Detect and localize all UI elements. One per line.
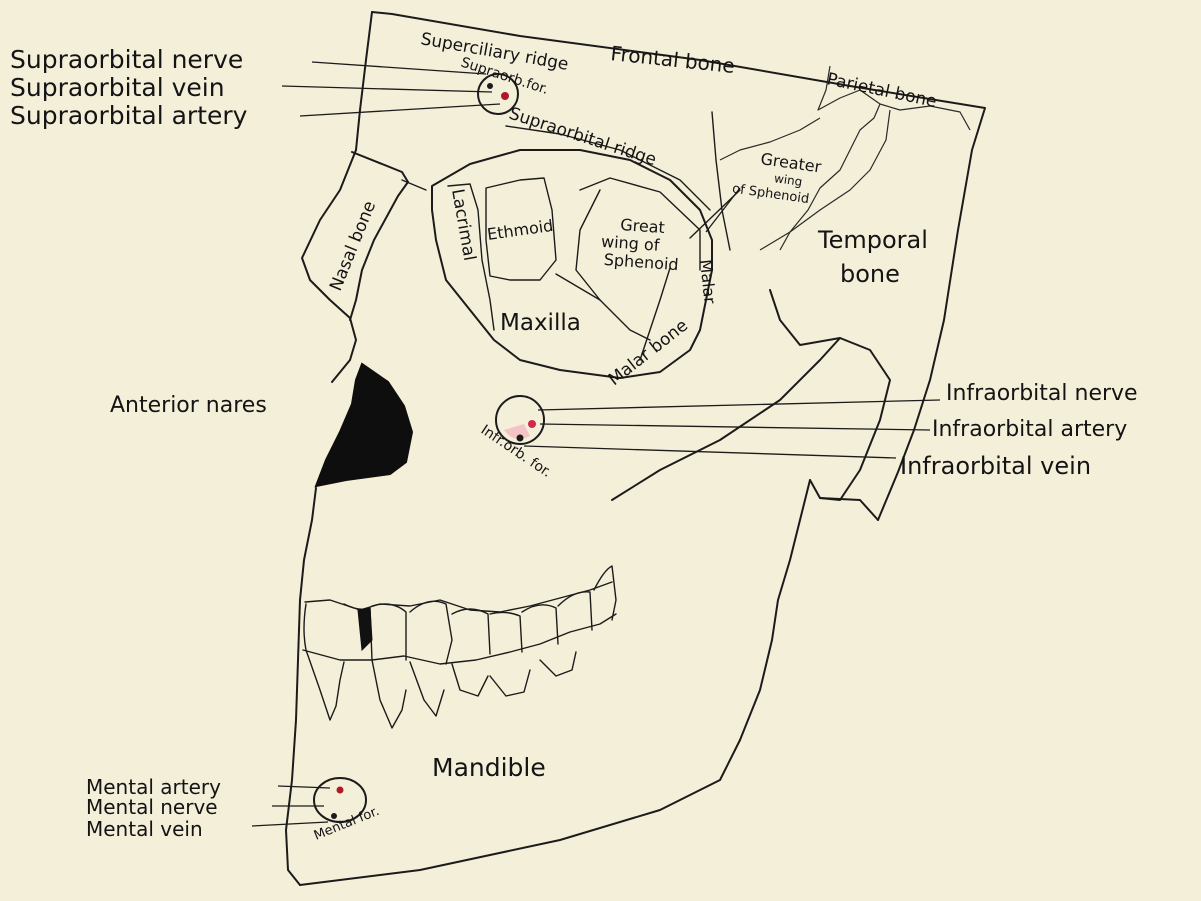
label-frontal-bone: Frontal bone [609,41,735,78]
label-parietal-bone: Parietal bone [825,69,938,112]
text-labels: Supraorbital nerve Supraorbital vein Sup… [10,29,1138,843]
label-greater-line-2: wing [773,171,803,189]
label-maxilla: Maxilla [500,310,581,336]
label-temporal-bone: Temporal bone [817,226,936,288]
label-infraorbital-artery: Infraorbital artery [932,417,1127,442]
label-mental-vein: Mental vein [86,817,203,841]
label-great-wing-of-sphenoid: Great wing of Sphenoid [599,214,681,274]
label-supraorbital-nerve: Supraorbital nerve [10,45,243,74]
label-malar-bone: Malar bone [605,316,692,390]
label-great-line-3: Sphenoid [603,250,679,274]
label-ethmoid: Ethmoid [486,216,554,244]
label-temporal-line-2: bone [840,260,900,288]
label-greater-wing-of-sphenoid: Greater wing of Sphenoid [731,146,827,209]
label-temporal-line-1: Temporal [817,226,928,254]
label-anterior-nares: Anterior nares [110,393,267,418]
label-supraorbital-artery: Supraorbital artery [10,101,248,130]
teeth [303,566,616,728]
label-infraorbital-nerve: Infraorbital nerve [946,381,1138,406]
label-mandible: Mandible [432,753,546,782]
label-mental-for: Mental for. [312,804,382,844]
label-greater-line-1: Greater [759,149,822,176]
label-infraorbital-vein: Infraorbital vein [900,452,1091,480]
label-supraorbital-vein: Supraorbital vein [10,73,225,102]
label-supraorbital-ridge: Supraorbital ridge [506,104,658,170]
anterior-nares-cavity [316,364,412,486]
label-malar-vertical: Malar [696,258,720,305]
label-mental-nerve: Mental nerve [86,795,218,819]
